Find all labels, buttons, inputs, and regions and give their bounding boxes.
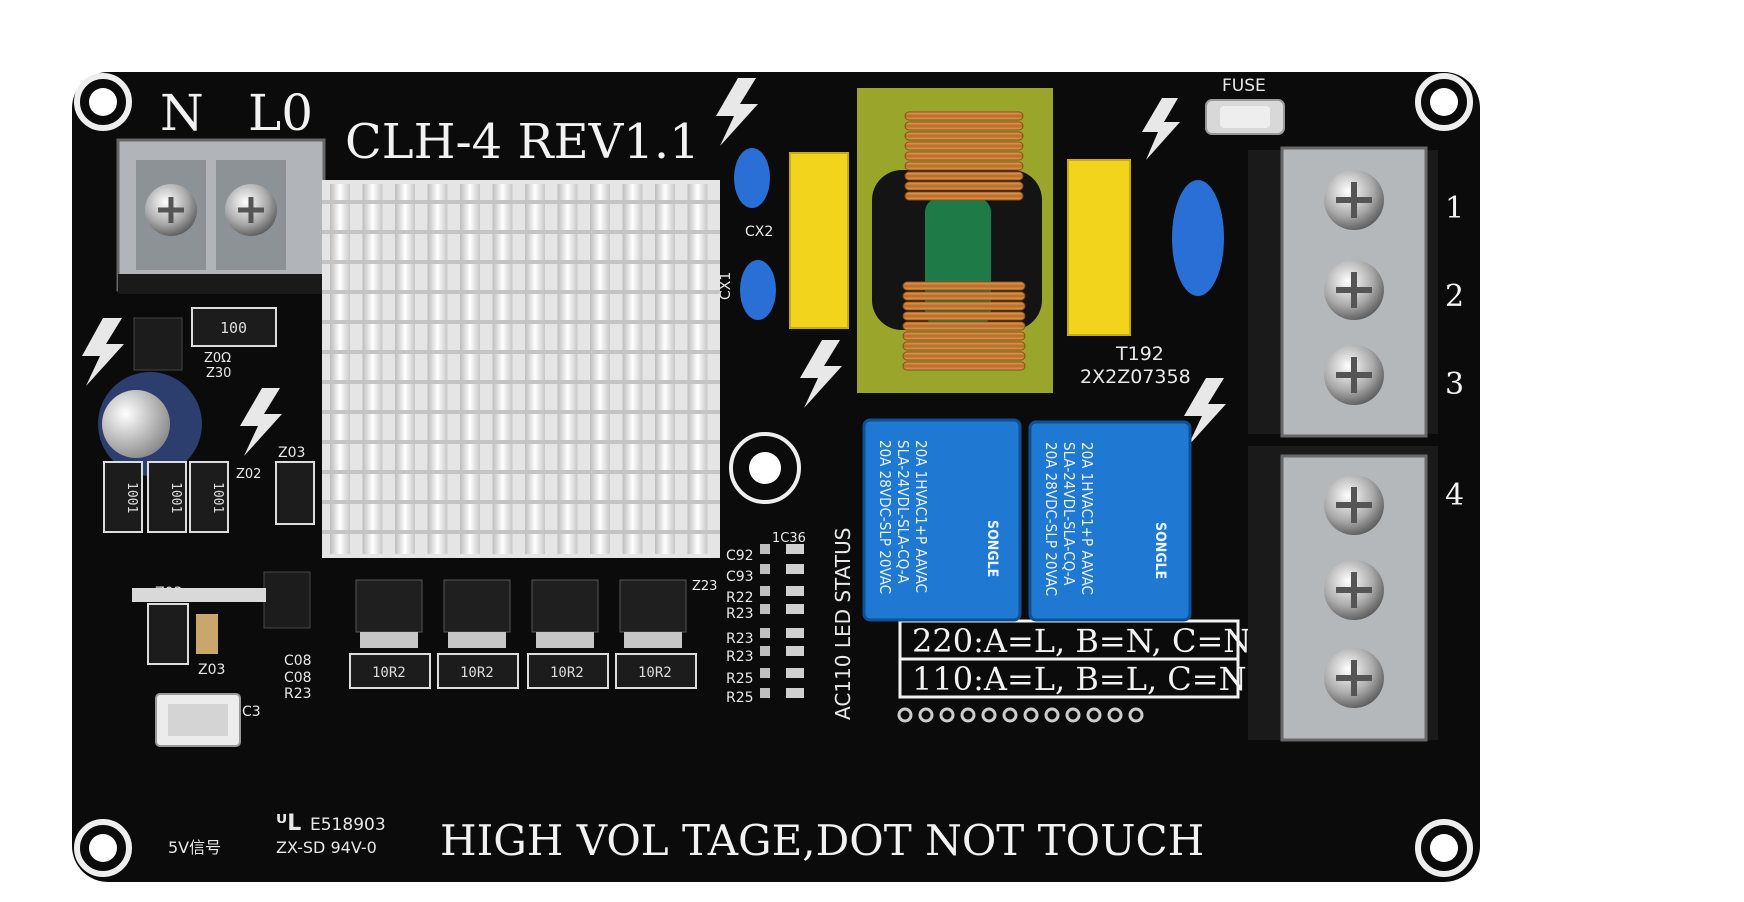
resistor-mark: 100 bbox=[220, 319, 247, 337]
lightning-icon bbox=[716, 78, 758, 146]
relay-rating: 20A 1HVAC1+P AAVAC bbox=[1078, 442, 1096, 595]
refdes-c3: C3 bbox=[242, 704, 261, 720]
relay-model: SLA-24VDL-SLA-CQ-A bbox=[1060, 442, 1078, 586]
refdes-c92: C92 bbox=[726, 548, 754, 564]
film-capacitor bbox=[1067, 159, 1131, 336]
refdes-z0: Z0Ω bbox=[204, 351, 231, 366]
relay-model: SLA-24VDL-SLA-CQ-A bbox=[894, 440, 912, 584]
smd-diode bbox=[275, 461, 315, 525]
lightning-icon bbox=[800, 340, 842, 408]
refdes-z03: Z03 bbox=[278, 445, 305, 461]
refdes-z02: Z02 bbox=[236, 467, 261, 482]
relay-rating: 20A 28VDC-SLP 20VAC bbox=[1042, 442, 1060, 596]
svg-text:10R2: 10R2 bbox=[460, 665, 494, 681]
mounting-hole bbox=[729, 432, 801, 504]
signal-label: 5V信号 bbox=[168, 838, 221, 857]
svg-text:1001: 1001 bbox=[210, 482, 225, 513]
board-model: CLH-4 REV1.1 bbox=[345, 114, 700, 170]
refdes-r22: R22 bbox=[726, 590, 754, 606]
lightning-icon bbox=[240, 388, 282, 456]
svg-text:10R2: 10R2 bbox=[550, 665, 584, 681]
y-capacitor bbox=[734, 148, 776, 320]
lightning-icon bbox=[1142, 98, 1180, 160]
refdes-c08: C08 bbox=[284, 653, 312, 669]
refdes-cx2: CX2 bbox=[745, 224, 773, 240]
mounting-hole bbox=[74, 819, 132, 877]
refdes-z03: Z03 bbox=[198, 662, 225, 678]
electrolytic-capacitor bbox=[98, 372, 202, 476]
refdes-cx1: CX1 bbox=[718, 272, 734, 300]
smd-diode bbox=[147, 603, 189, 665]
refdes-c08: C08 bbox=[284, 670, 312, 686]
cert-code: E518903 bbox=[310, 815, 386, 835]
board-material: ZX-SD 94V-0 bbox=[276, 838, 377, 857]
input-label-n: N bbox=[160, 84, 204, 142]
status-label: AC110 LED STATUS bbox=[831, 528, 855, 720]
output-number-2: 2 bbox=[1445, 279, 1464, 314]
refdes-z23: Z23 bbox=[692, 579, 717, 594]
output-terminal-block bbox=[1248, 146, 1438, 438]
y-capacitor bbox=[1172, 180, 1224, 296]
smd-resistor bbox=[191, 307, 277, 347]
ul-mark-icon: ᵁL bbox=[276, 811, 301, 836]
mounting-hole bbox=[74, 73, 132, 131]
transformer-code: 2X2Z07358 bbox=[1080, 366, 1191, 388]
refdes-z30: Z30 bbox=[206, 366, 231, 381]
output-terminal-block bbox=[1248, 446, 1438, 742]
heatsink bbox=[322, 180, 720, 558]
output-number-4: 4 bbox=[1445, 478, 1464, 513]
relay-brand: SONGLE bbox=[984, 520, 1000, 577]
svg-text:1001: 1001 bbox=[168, 482, 183, 513]
lightning-icon bbox=[1184, 378, 1226, 446]
film-capacitor bbox=[789, 152, 849, 329]
refdes-1c36: 1C36 bbox=[772, 531, 806, 546]
transformer-label: T192 bbox=[1115, 343, 1164, 365]
mounting-hole bbox=[1415, 73, 1473, 131]
common-mode-choke bbox=[857, 88, 1053, 393]
relay-brand: SONGLE bbox=[1152, 522, 1168, 579]
output-number-1: 1 bbox=[1445, 191, 1464, 226]
smd-regulator bbox=[263, 571, 311, 629]
silkscreen-bar bbox=[132, 588, 266, 602]
relay-rating: 20A 28VDC-SLP 20VAC bbox=[876, 440, 894, 594]
relay-rating: 20A 1HVAC1+P AAVAC bbox=[912, 440, 930, 593]
mounting-hole bbox=[1415, 819, 1473, 877]
input-terminal-block bbox=[116, 138, 326, 294]
refdes-c93: C93 bbox=[726, 569, 754, 585]
refdes-r23: R23 bbox=[284, 686, 312, 702]
signal-connector bbox=[155, 693, 241, 747]
input-label-l: L0 bbox=[248, 84, 313, 142]
voltage-note-220: 220:A=L, B=N, C=NC bbox=[912, 622, 1276, 660]
smd-regulator bbox=[133, 317, 183, 371]
lightning-icon bbox=[82, 318, 124, 386]
smd-capacitor bbox=[196, 614, 218, 654]
relay bbox=[1028, 420, 1192, 622]
refdes-r23: R23 bbox=[726, 649, 754, 665]
refdes-r25: R25 bbox=[726, 671, 754, 687]
voltage-note-110: 110:A=L, B=L, C=N bbox=[912, 660, 1247, 698]
refdes-r23: R23 bbox=[726, 606, 754, 622]
output-number-3: 3 bbox=[1445, 367, 1464, 402]
svg-text:1001: 1001 bbox=[124, 482, 139, 513]
svg-text:10R2: 10R2 bbox=[638, 665, 672, 681]
svg-text:10R2: 10R2 bbox=[372, 665, 406, 681]
warning-text: HIGH VOL TAGE,DOT NOT TOUCH bbox=[440, 816, 1204, 865]
relay bbox=[862, 418, 1022, 622]
fuse-label: FUSE bbox=[1222, 76, 1266, 96]
refdes-r23: R23 bbox=[726, 631, 754, 647]
refdes-r25: R25 bbox=[726, 690, 754, 706]
